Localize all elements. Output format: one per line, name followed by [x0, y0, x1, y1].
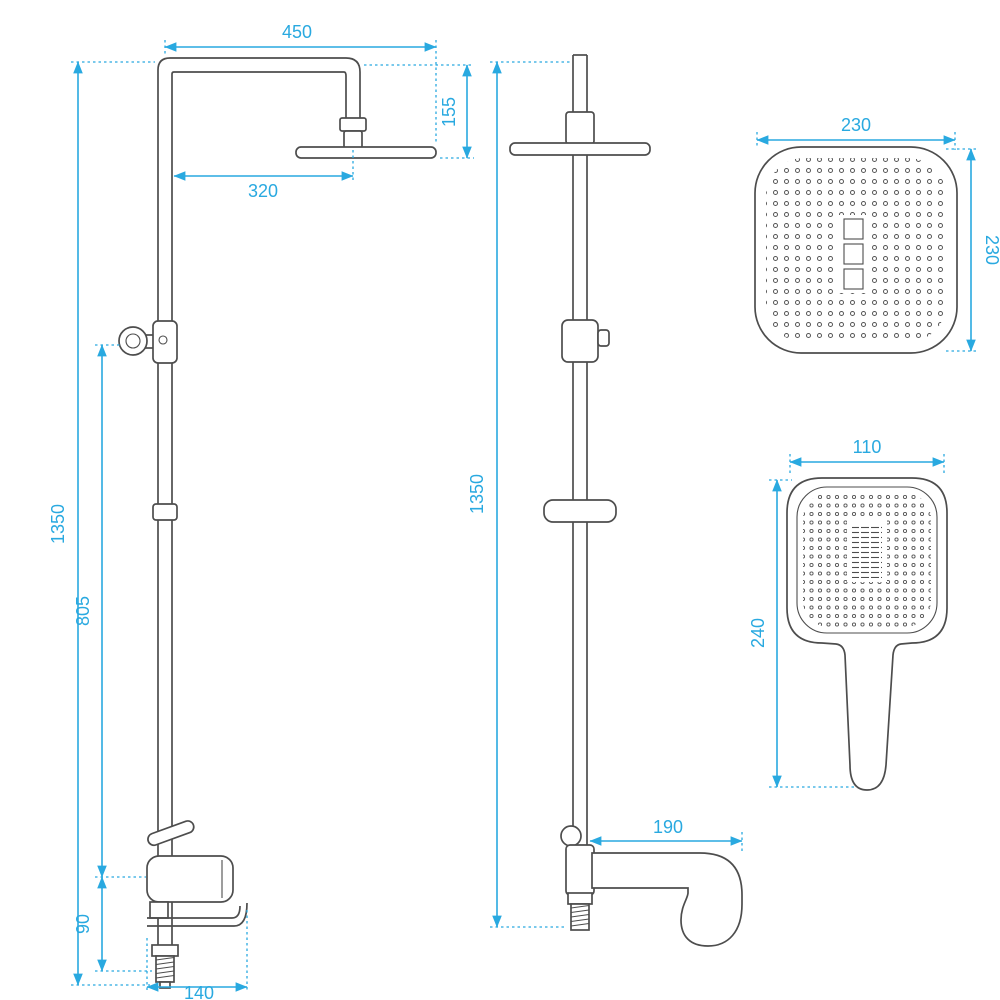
outlet-nut-side: [567, 892, 593, 905]
dim-spout-reach: 190: [589, 817, 743, 851]
head-connector-side: [565, 111, 595, 145]
dim-label-320: 320: [248, 181, 278, 201]
bracket-knob-inner: [125, 333, 141, 349]
mixer-body: [146, 855, 234, 903]
spray-bar-2: [843, 243, 864, 265]
dim-head-depth: 230: [946, 148, 1000, 352]
front-view: 450 155 320 1350 805: [48, 22, 474, 1000]
dim-label-110: 110: [853, 437, 882, 457]
spray-bar-1: [843, 218, 864, 240]
dim-label-90: 90: [73, 914, 93, 934]
shelf: [147, 905, 241, 919]
dim-label-450: 450: [282, 22, 312, 42]
dim-total-height-front: 1350: [48, 61, 155, 986]
diverter-knob: [560, 825, 582, 847]
dim-head-width: 230: [756, 115, 956, 150]
bracket-side: [561, 319, 599, 363]
side-view: 1350 190: [467, 54, 743, 947]
dim-label-190: 190: [653, 817, 683, 837]
outlet-thread-hatch: [155, 956, 175, 979]
dim-label-805: 805: [73, 596, 93, 626]
mixer-body-side: [565, 844, 595, 896]
dim-label-155: 155: [439, 97, 459, 127]
bracket-screw: [158, 335, 168, 345]
dim-head-reach: 320: [173, 150, 354, 201]
dim-hand-shower-width: 110: [789, 437, 945, 474]
hand-shower-face-rim: [796, 486, 938, 634]
bracket-knob: [118, 326, 148, 356]
dim-top-width: 450: [164, 22, 437, 144]
outlet-nut: [151, 944, 179, 957]
outlet-thread-hatch-side: [570, 904, 590, 927]
riser-pipe-outline: [157, 57, 361, 945]
dim-mixer-to-outlet: 90: [73, 876, 152, 972]
mixer-lever: [147, 820, 195, 847]
bracket-side-knob: [597, 329, 610, 347]
soap-dish-side: [543, 499, 617, 523]
dim-total-height-side: 1350: [467, 61, 571, 928]
dim-label-240: 240: [748, 618, 768, 648]
rain-head-profile: [295, 146, 437, 159]
dim-shelf-width: 140: [146, 910, 248, 1000]
dim-head-drop: 155: [364, 64, 474, 159]
shelf-outer: [147, 902, 248, 927]
dim-label-230-depth: 230: [982, 235, 1000, 265]
riser-pipe-inner: [171, 71, 347, 945]
spout: [591, 852, 743, 947]
head-top-view: 230 230: [754, 115, 1000, 354]
head-connector-neck: [343, 130, 363, 149]
dim-label-230-width: 230: [841, 115, 871, 135]
spray-bar-3: [843, 268, 864, 290]
dim-bracket-to-mixer: 805: [73, 344, 146, 878]
head-connector: [339, 117, 367, 132]
wall-bracket: [152, 320, 178, 364]
spray-cluster: [852, 526, 882, 578]
shelf-support: [149, 901, 169, 919]
spray-bar-mask: [839, 215, 868, 293]
dim-label-140: 140: [184, 983, 214, 1000]
rain-head-side: [509, 142, 651, 156]
dim-label-1350-front: 1350: [48, 504, 68, 544]
slider-collar: [152, 503, 178, 521]
dim-label-1350-side: 1350: [467, 474, 487, 514]
dim-hand-shower-length: 240: [748, 479, 856, 788]
hand-shower-view: 110 240: [748, 437, 948, 791]
